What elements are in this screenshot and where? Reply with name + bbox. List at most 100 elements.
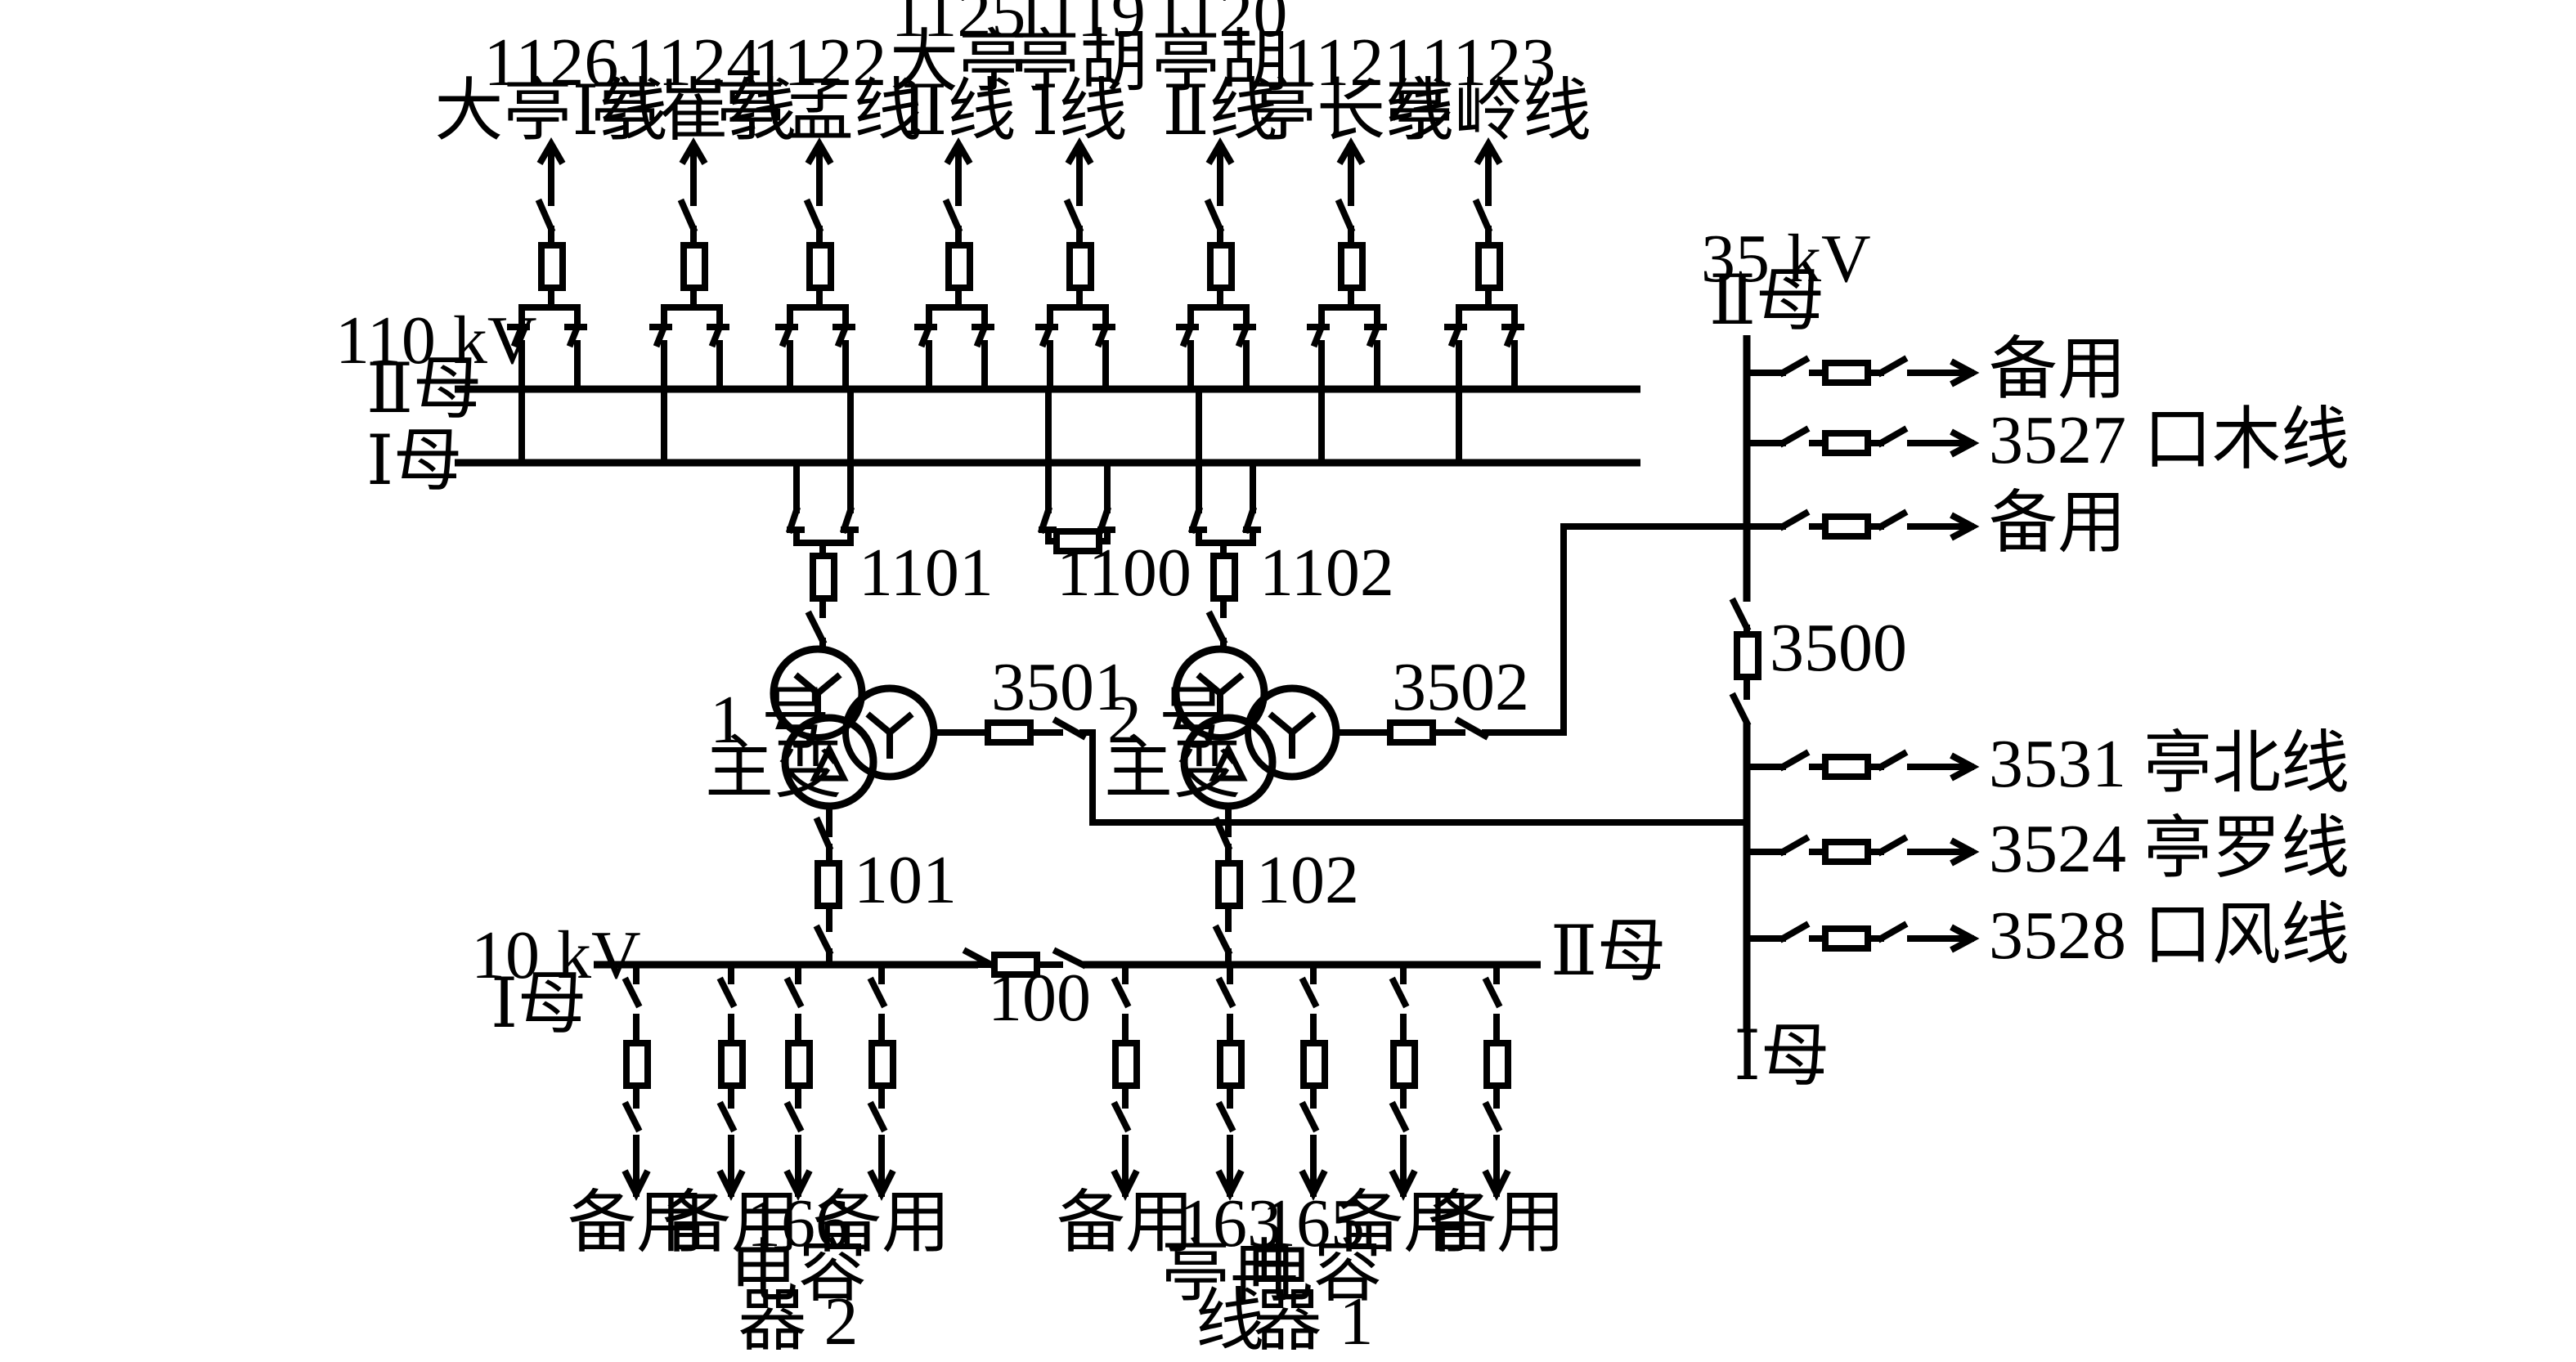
disconnector-blade xyxy=(1778,355,1811,378)
feeder-110kv-number: 1126 xyxy=(484,25,619,101)
breaker-3501 xyxy=(985,719,1034,746)
feeder-10kv-label-line1: 166 xyxy=(747,1185,850,1261)
transformer-2-label-line1: 2 号 xyxy=(1107,682,1227,758)
breaker-10kv-feeder xyxy=(1483,1040,1511,1089)
disconnector-blade xyxy=(708,322,725,348)
breaker-3502 xyxy=(1387,719,1436,746)
outgoing-arrow xyxy=(1065,137,1094,166)
disconnector-blade xyxy=(1094,322,1111,348)
feeder-110kv-name-line2: Ⅱ线 xyxy=(1162,74,1277,150)
feeder-10kv-bay-1: 备用 xyxy=(662,961,800,1261)
feeder-10kv-label-line1: 165 xyxy=(1262,1185,1365,1261)
disconnector-blade xyxy=(1482,976,1503,1009)
feeder-10kv-bay-0: 备用 xyxy=(568,961,705,1261)
breaker-1101-label: 1101 xyxy=(859,535,994,611)
disconnector-blade xyxy=(1876,921,1909,943)
breaker-101 xyxy=(815,860,842,909)
disconnector-blade xyxy=(1215,976,1236,1009)
breaker-1120 xyxy=(1207,242,1235,291)
outgoing-arrow xyxy=(1950,837,1980,867)
feeder-10kv-label-line3: 器 1 xyxy=(1253,1284,1373,1360)
breaker-1126 xyxy=(538,242,566,291)
bus-110kv-voltage-label: 110 kV xyxy=(335,302,537,379)
feeder-35kv-label: 3528 口风线 xyxy=(1989,898,2349,974)
breaker-35kv-feeder xyxy=(1822,430,1871,456)
disconnector-blade xyxy=(1389,976,1410,1009)
bus-35kv-voltage-label: 35 kV xyxy=(1701,221,1871,297)
line-disconnector xyxy=(803,198,824,234)
breaker-10kv-feeder xyxy=(1217,1040,1245,1089)
outgoing-arrow xyxy=(1205,137,1235,166)
feeder-110kv-name: 亭岭线 xyxy=(1385,74,1591,150)
transformer-2 xyxy=(1172,645,1340,810)
breaker-1100 xyxy=(1053,528,1102,554)
breaker-35kv-feeder xyxy=(1822,925,1871,952)
feeder-10kv-label-line1: 163 xyxy=(1178,1185,1281,1261)
outgoing-arrow xyxy=(1482,1169,1511,1201)
disconnector-blade xyxy=(1366,322,1382,348)
disconnector-blade xyxy=(973,322,990,348)
outgoing-arrow xyxy=(716,1169,746,1201)
breaker-35kv-feeder xyxy=(1822,754,1871,780)
breaker-1102 xyxy=(1210,553,1238,602)
outgoing-arrow xyxy=(622,1169,651,1201)
disconnector-blade xyxy=(1215,1100,1236,1133)
feeder-110kv-name: 大亭 xyxy=(890,25,1027,101)
line-disconnector xyxy=(942,198,963,234)
outgoing-arrow xyxy=(1950,512,1980,541)
breaker-1124 xyxy=(680,242,708,291)
disconnector-blade xyxy=(834,322,850,348)
feeder-110kv-name-line2: Ⅱ线 xyxy=(900,74,1016,150)
disconnector-blade xyxy=(783,1100,805,1133)
t1-mv-bay xyxy=(931,716,1750,826)
feeder-10kv-label-line1: 备用 xyxy=(1057,1185,1194,1261)
feeder-110kv-name: 亭长线 xyxy=(1248,74,1454,150)
line-disconnector xyxy=(1472,198,1493,234)
feeder-10kv-bay-4: 备用 xyxy=(1057,961,1194,1261)
disconnector-blade xyxy=(1389,1100,1410,1133)
feeder-35kv-label: 备用 xyxy=(1989,332,2126,408)
t2-lv-bay xyxy=(1212,803,1243,968)
outgoing-arrow xyxy=(1389,1169,1418,1201)
feeder-35kv-bay-5: 3528 口风线 xyxy=(1744,898,2349,974)
breaker-1100-label: 1100 xyxy=(1057,535,1192,611)
outgoing-arrow xyxy=(1474,137,1503,166)
breaker-3500-label: 3500 xyxy=(1770,610,1907,686)
feeder-110kv-name: 亭胡 xyxy=(1151,25,1289,101)
breaker-10kv-feeder xyxy=(1390,1040,1418,1089)
disconnector-blade xyxy=(1876,749,1909,772)
disconnector-blade xyxy=(622,1100,643,1133)
feeder-10kv-label-line1: 备用 xyxy=(568,1185,705,1261)
breaker-35kv-feeder xyxy=(1822,839,1871,865)
disconnector-blade xyxy=(1299,976,1320,1009)
disconnector-blade xyxy=(1778,921,1811,943)
disconnector-blade xyxy=(1876,355,1909,378)
outgoing-arrow xyxy=(1336,137,1366,166)
disconnector-blade xyxy=(1876,834,1909,857)
feeder-110kv-number: 1122 xyxy=(752,25,887,101)
feeder-110kv-number: 1123 xyxy=(1421,25,1556,101)
feeder-35kv-label: 3527 口木线 xyxy=(1989,402,2349,478)
feeder-110kv-number: 1119 xyxy=(1013,0,1146,52)
breaker-10kv-feeder xyxy=(1112,1040,1140,1089)
feeder-35kv-label: 3531 亭北线 xyxy=(1989,726,2349,802)
outgoing-arrow xyxy=(1950,428,1980,458)
breaker-1101 xyxy=(810,553,837,602)
bus-110kv-1-label: Ⅰ母 xyxy=(366,423,462,500)
outgoing-arrow xyxy=(1111,1169,1140,1201)
outgoing-arrow xyxy=(679,137,708,166)
feeder-35kv-bay-0: 备用 xyxy=(1744,332,2126,408)
bus-110kv-2-label: Ⅱ母 xyxy=(366,352,482,428)
line-disconnector xyxy=(1063,198,1084,234)
breaker-1123 xyxy=(1475,242,1503,291)
disconnector-blade xyxy=(1482,1100,1503,1133)
